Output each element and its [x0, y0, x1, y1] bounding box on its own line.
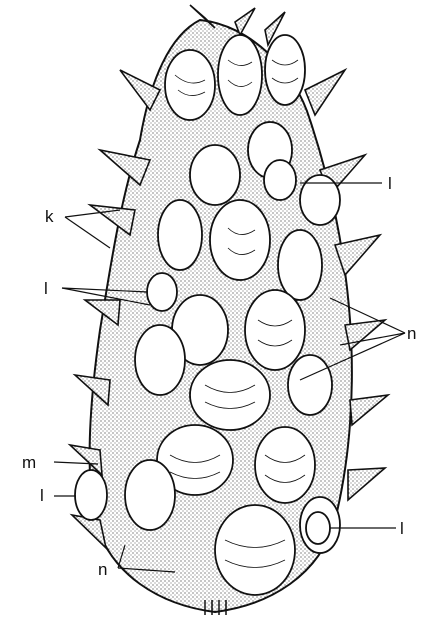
label-m: m: [22, 453, 36, 472]
label-l-lower-right: l: [400, 519, 404, 538]
label-l-upper-right: l: [388, 174, 392, 193]
ovule-lower-right: [306, 512, 330, 544]
label-n-lower: n: [98, 560, 107, 579]
label-l-left: l: [44, 279, 48, 298]
ovule-upper-right: [264, 160, 296, 200]
label-k: k: [45, 207, 54, 226]
ovule-left: [147, 273, 177, 311]
label-n-right: n: [407, 324, 416, 343]
ovule-lower-left: [75, 470, 107, 520]
label-l-lower-left: l: [40, 486, 44, 505]
